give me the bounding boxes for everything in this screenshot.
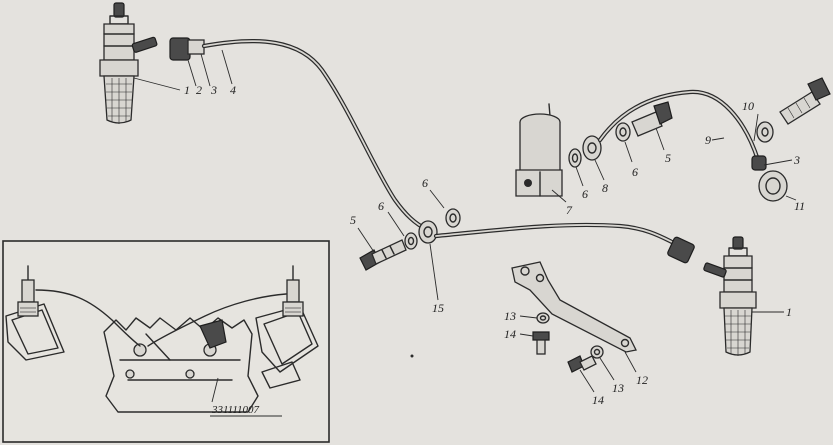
fitting-8 — [582, 135, 602, 161]
label-9: 9 — [705, 133, 711, 147]
label-13-b: 13 — [612, 381, 624, 395]
washer-13-b — [590, 345, 604, 359]
union-fitting-15 — [404, 208, 461, 250]
label-14-b: 14 — [592, 393, 604, 407]
fuel-hose-4 — [169, 37, 431, 233]
heater-plug-right — [703, 236, 757, 356]
label-3-left: 3 — [210, 83, 217, 97]
banjo-bolt-10 — [756, 77, 831, 143]
heater-plug-left — [99, 2, 158, 124]
label-3-right: 3 — [793, 153, 800, 167]
fuel-hose-lower — [433, 222, 695, 264]
inset-code-label: 331111007 — [211, 404, 260, 416]
label-15: 15 — [432, 301, 444, 315]
callout-labels: 1 2 3 4 10 9 3 5 6 8 6 7 11 6 6 5 15 1 1… — [184, 83, 805, 407]
bolt-5-lower — [359, 239, 407, 271]
label-1-left: 1 — [184, 83, 190, 97]
stray-mark — [410, 354, 414, 358]
label-6-upper: 6 — [422, 176, 428, 190]
label-5-lower: 5 — [350, 213, 356, 227]
washer-13-a — [536, 312, 550, 324]
bolt-5-upper — [631, 101, 673, 137]
label-2: 2 — [196, 83, 202, 97]
leader-lines — [133, 49, 797, 393]
label-7: 7 — [566, 203, 573, 217]
washer-10 — [756, 121, 774, 143]
label-5-upper: 5 — [665, 151, 671, 165]
label-4: 4 — [230, 83, 236, 97]
label-8: 8 — [602, 181, 608, 195]
banjo-fitting-11 — [751, 155, 788, 202]
washer-6-valve — [568, 148, 582, 168]
bracket-12 — [511, 261, 637, 353]
label-14-a: 14 — [504, 327, 516, 341]
label-13-a: 13 — [504, 309, 516, 323]
washer-6-lower — [404, 232, 418, 250]
label-12: 12 — [636, 373, 648, 387]
bolt-14-b — [567, 355, 597, 373]
solenoid-valve-7 — [515, 103, 563, 197]
label-10: 10 — [742, 99, 754, 113]
label-6-lower: 6 — [378, 199, 384, 213]
inset-engine-view: 331111007 — [2, 240, 330, 443]
washer-6-upper — [445, 208, 461, 228]
bolt-14-a — [532, 331, 550, 355]
washer-6-right — [615, 122, 631, 142]
label-6-right: 6 — [632, 165, 638, 179]
fuel-hose-9 — [597, 89, 761, 163]
label-6-valve: 6 — [582, 187, 588, 201]
label-11: 11 — [794, 199, 805, 213]
label-1-right: 1 — [786, 305, 792, 319]
